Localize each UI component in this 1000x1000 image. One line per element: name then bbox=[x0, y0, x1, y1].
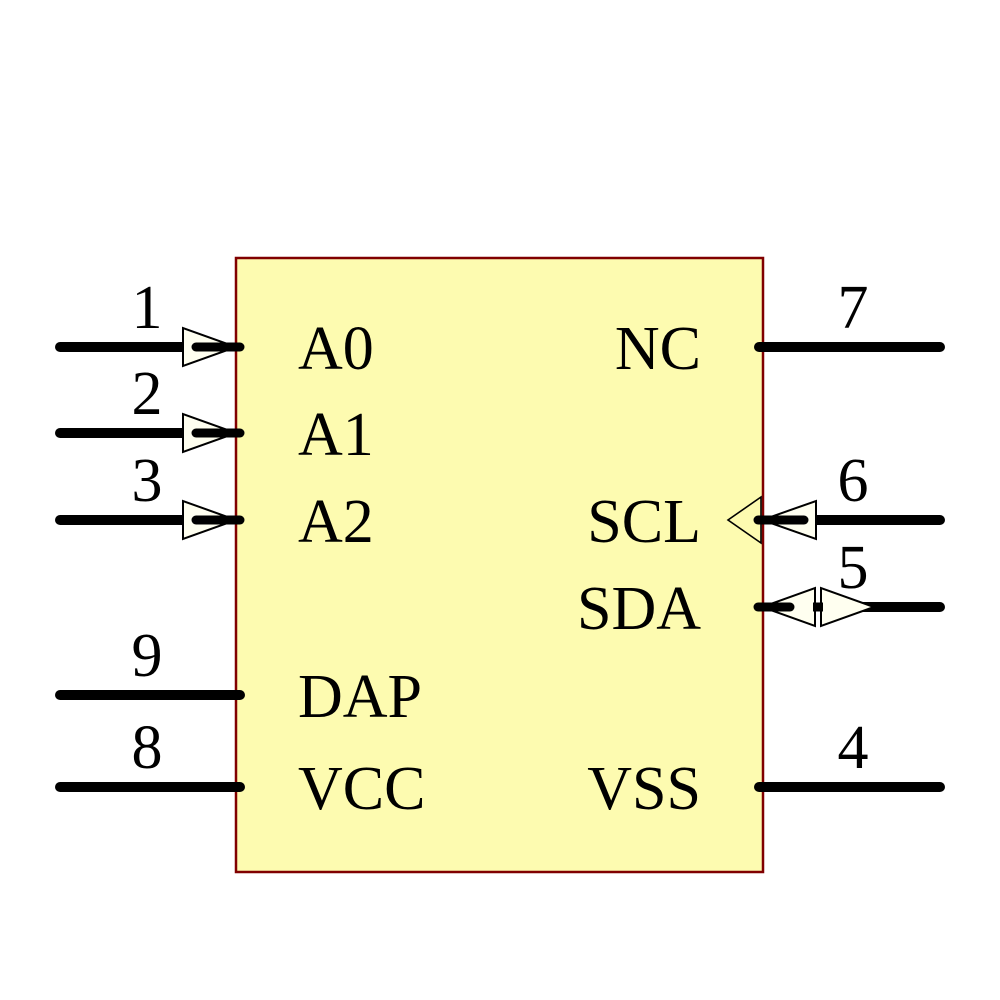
pin-3-number: 3 bbox=[132, 447, 163, 515]
pin-7-number: 7 bbox=[838, 274, 869, 342]
pin-2-label: A1 bbox=[298, 401, 374, 469]
pin-6-number: 6 bbox=[838, 447, 869, 515]
pin-9-label: DAP bbox=[298, 663, 422, 731]
pin-9-group: 9 DAP bbox=[55, 622, 422, 731]
pin-8-number: 8 bbox=[132, 714, 163, 782]
pin-7-label: NC bbox=[615, 315, 701, 383]
pin-5-number: 5 bbox=[838, 534, 869, 602]
pin-4-number: 4 bbox=[838, 714, 869, 782]
pin-3-label: A2 bbox=[298, 488, 374, 556]
pin-1-number: 1 bbox=[132, 274, 163, 342]
pin-5-group: 5 SDA bbox=[577, 534, 945, 643]
pin-6-label: SCL bbox=[587, 488, 701, 556]
pin-9-number: 9 bbox=[132, 622, 163, 690]
pin-8-group: 8 VCC bbox=[55, 714, 425, 823]
pin-4-label: VSS bbox=[587, 755, 701, 823]
pin-6-group: 6 SCL bbox=[587, 447, 945, 556]
pin-3-group: 3 A2 bbox=[55, 447, 374, 556]
pin-1-group: 1 A0 bbox=[55, 274, 374, 383]
pin-8-label: VCC bbox=[298, 755, 425, 823]
pin-4-group: 4 VSS bbox=[587, 714, 945, 823]
ic-body-rect bbox=[234, 256, 765, 874]
pin-2-number: 2 bbox=[132, 360, 163, 428]
pin-5-label: SDA bbox=[577, 575, 701, 643]
pin-2-group: 2 A1 bbox=[55, 360, 374, 469]
pin-1-label: A0 bbox=[298, 315, 374, 383]
pin-7-group: 7 NC bbox=[615, 274, 945, 383]
